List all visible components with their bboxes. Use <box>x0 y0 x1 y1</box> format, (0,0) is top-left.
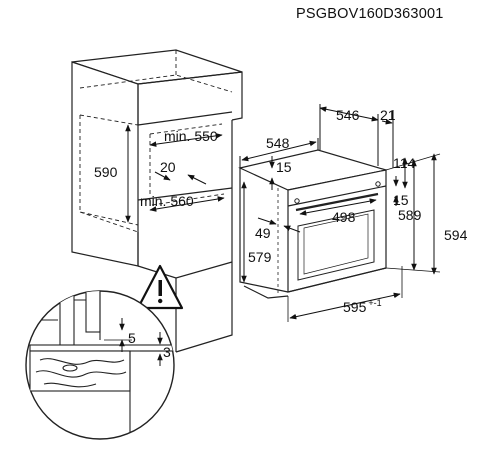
total-width-tolerance: +-1 <box>368 298 381 308</box>
total-width-label: 595+-1 <box>343 298 382 315</box>
control-panel-height-label: 114 <box>393 155 416 171</box>
warning-triangle-icon <box>136 264 184 310</box>
panel-offset-label: 21 <box>380 107 396 123</box>
total-height-label: 594 <box>444 227 468 243</box>
oven-dimensions <box>239 104 441 322</box>
niche-depth-label: min. 560 <box>140 193 194 209</box>
oven-depth-label: 548 <box>266 135 290 151</box>
niche-height-label: 590 <box>94 164 118 180</box>
reference-code: PSGBOV160D363001 <box>296 6 444 22</box>
niche-width-label: min. 550 <box>164 128 218 144</box>
floor-gap-label: 5 <box>128 330 136 346</box>
detail-view <box>25 290 175 440</box>
top-offset-label: 15 <box>276 159 292 175</box>
cabinet <box>71 49 243 353</box>
total-width-value: 595 <box>343 299 367 315</box>
side-gap-label: 15 <box>393 192 409 208</box>
cabinet-dimensions <box>125 124 225 223</box>
front-offset-label: 49 <box>255 225 271 241</box>
body-height-label: 589 <box>398 207 422 223</box>
inner-width-label: 498 <box>332 209 356 225</box>
rear-gap-label: 20 <box>160 159 176 175</box>
oven <box>238 149 387 299</box>
floor-thickness-label: 3 <box>163 344 171 360</box>
front-height-label: 579 <box>248 249 272 265</box>
body-depth-label: 546 <box>336 107 360 123</box>
